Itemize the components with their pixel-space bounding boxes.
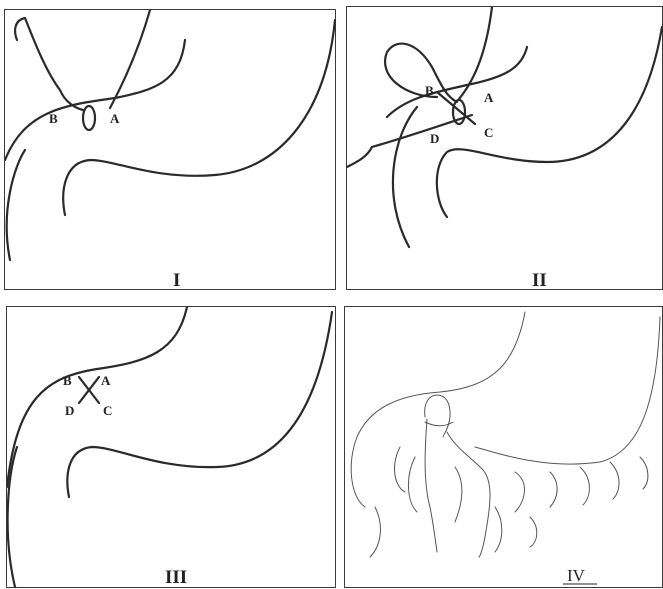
panel-3: B A D C III bbox=[6, 306, 336, 588]
point-label-c: C bbox=[103, 403, 112, 418]
stomach-greater-curve bbox=[475, 317, 660, 464]
fold-2 bbox=[408, 457, 417, 512]
panel-2-numeral: II bbox=[532, 270, 547, 291]
point-label-d: D bbox=[65, 403, 74, 418]
fold-6 bbox=[580, 467, 589, 505]
fold-11 bbox=[530, 517, 537, 547]
stomach-upper-curve bbox=[7, 307, 187, 487]
fold-3 bbox=[455, 467, 462, 522]
tube-left-wall bbox=[425, 419, 437, 552]
fold-4 bbox=[515, 472, 524, 512]
point-label-b: B bbox=[49, 111, 58, 126]
fold-9 bbox=[370, 507, 380, 557]
suture-loop-outer bbox=[385, 44, 457, 102]
panel-4: IV bbox=[344, 306, 663, 588]
panel-2-drawing: B A D C II bbox=[347, 7, 663, 291]
panel-1-numeral: I bbox=[173, 270, 180, 291]
point-label-a: A bbox=[110, 111, 120, 126]
stomach-outline bbox=[351, 312, 525, 507]
stomach-upper-curve bbox=[5, 40, 185, 160]
panel-1-drawing: B A I bbox=[5, 10, 337, 291]
stomach-lower-edge bbox=[7, 150, 25, 260]
suture-thread-right bbox=[110, 10, 150, 108]
tube-right-wall bbox=[447, 432, 490, 557]
stomach-upper-curve bbox=[387, 47, 527, 117]
fold-1 bbox=[395, 447, 405, 492]
panel-4-drawing: IV bbox=[345, 307, 663, 589]
panel-2: B A D C II bbox=[346, 6, 663, 290]
fold-5 bbox=[550, 472, 557, 507]
suture-thread-left bbox=[15, 18, 83, 110]
stomach-greater-curve bbox=[437, 27, 662, 217]
pyloric-tube bbox=[425, 395, 450, 437]
panel-3-numeral: III bbox=[165, 567, 187, 588]
stomach-lower-edge bbox=[393, 107, 417, 247]
point-label-b: B bbox=[425, 83, 434, 98]
suture-thread-lower bbox=[347, 115, 472, 167]
point-label-a: A bbox=[484, 90, 494, 105]
panel-3-drawing: B A D C III bbox=[7, 307, 337, 589]
panel-4-numeral: IV bbox=[567, 566, 586, 585]
fold-10 bbox=[495, 507, 502, 552]
stomach-greater-curve bbox=[63, 20, 335, 215]
panel-1: B A I bbox=[4, 9, 336, 290]
point-label-b: B bbox=[63, 373, 72, 388]
suture-loop bbox=[83, 106, 95, 130]
point-label-d: D bbox=[430, 131, 439, 146]
point-label-c: C bbox=[484, 125, 493, 140]
point-label-a: A bbox=[101, 373, 111, 388]
fold-7 bbox=[610, 462, 619, 499]
fold-8 bbox=[640, 457, 648, 489]
